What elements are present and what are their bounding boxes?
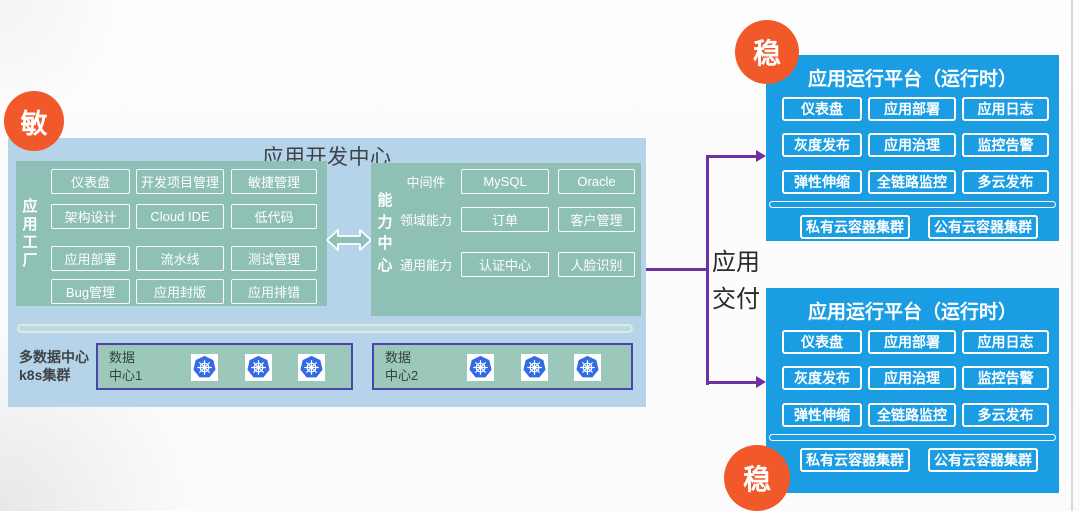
- runtime-button-public-cloud-cluster[interactable]: 公有云容器集群: [928, 448, 1038, 472]
- capability-button-customer-mgmt[interactable]: 客户管理: [558, 207, 635, 232]
- factory-button-low-code[interactable]: 低代码: [231, 204, 317, 229]
- capability-button-auth-center[interactable]: 认证中心: [461, 252, 549, 277]
- runtime-button-public-cloud-cluster[interactable]: 公有云容器集群: [928, 215, 1038, 239]
- multi-dc-label-line2: k8s集群: [19, 367, 71, 383]
- divider-bar: [17, 324, 633, 333]
- connector-line-to-top-platform: [706, 155, 757, 158]
- factory-button-app-debug[interactable]: 应用排错: [231, 279, 317, 304]
- capability-button-face-recognition[interactable]: 人脸识别: [558, 252, 635, 277]
- kubernetes-icon: [191, 354, 218, 381]
- capability-row-label-domain: 领域能力: [399, 213, 452, 228]
- factory-button-app-deploy[interactable]: 应用部署: [51, 246, 130, 271]
- runtime-button-app-logs[interactable]: 应用日志: [962, 330, 1049, 354]
- arrowhead-bottom-icon: [756, 376, 766, 388]
- data-center-1-name: 数据 中心1: [109, 349, 142, 385]
- runtime-button-app-governance[interactable]: 应用治理: [868, 366, 956, 390]
- right-edge-line: [1071, 0, 1073, 511]
- kubernetes-icon: [298, 354, 325, 381]
- runtime-divider-bar: [769, 201, 1056, 208]
- app-delivery-label: 应用 交付: [712, 244, 760, 318]
- runtime-button-full-link-monitor[interactable]: 全链路监控: [868, 403, 956, 427]
- app-delivery-label-line2: 交付: [712, 286, 760, 313]
- runtime-platform-panel-top: 应用运行平台（运行时） 仪表盘 应用部署 应用日志 灰度发布 应用治理 监控告警…: [766, 55, 1059, 241]
- data-center-2-box: 数据 中心2: [372, 343, 633, 390]
- runtime-button-gray-release[interactable]: 灰度发布: [782, 366, 862, 390]
- bidirectional-arrow-icon: [326, 229, 372, 251]
- runtime-button-app-governance[interactable]: 应用治理: [868, 133, 956, 157]
- capability-row-label-middleware: 中间件: [406, 175, 446, 190]
- capability-center-box: 能力中心 中间件 MySQL Oracle 领域能力 订单 客户管理 通用能力 …: [371, 163, 641, 316]
- kubernetes-icon: [574, 354, 601, 381]
- factory-button-cloud-ide[interactable]: Cloud IDE: [136, 204, 224, 229]
- stable-badge-top: 稳: [735, 20, 799, 84]
- runtime-platform-title: 应用运行平台（运行时）: [807, 302, 1017, 323]
- connector-line-vertical: [706, 155, 709, 385]
- runtime-button-dashboard[interactable]: 仪表盘: [782, 97, 862, 121]
- connector-line-to-bottom-platform: [706, 381, 757, 384]
- runtime-button-multi-cloud[interactable]: 多云发布: [962, 403, 1049, 427]
- data-center-2-name-line1: 数据: [385, 350, 412, 365]
- runtime-button-full-link-monitor[interactable]: 全链路监控: [868, 170, 956, 194]
- arrowhead-top-icon: [756, 150, 766, 162]
- multi-dc-label: 多数据中心 k8s集群: [19, 348, 99, 384]
- capability-button-oracle[interactable]: Oracle: [558, 169, 635, 194]
- runtime-button-private-cloud-cluster[interactable]: 私有云容器集群: [800, 448, 910, 472]
- runtime-button-private-cloud-cluster[interactable]: 私有云容器集群: [800, 215, 910, 239]
- runtime-divider-bar: [769, 434, 1056, 441]
- runtime-platform-panel-bottom: 应用运行平台（运行时） 仪表盘 应用部署 应用日志 灰度发布 应用治理 监控告警…: [766, 288, 1059, 493]
- factory-button-dev-project-mgmt[interactable]: 开发项目管理: [136, 169, 224, 194]
- runtime-button-multi-cloud[interactable]: 多云发布: [962, 170, 1049, 194]
- data-center-1-box: 数据 中心1: [96, 343, 353, 390]
- runtime-platform-title: 应用运行平台（运行时）: [807, 69, 1017, 90]
- factory-button-test-mgmt[interactable]: 测试管理: [231, 246, 317, 271]
- runtime-button-app-deploy[interactable]: 应用部署: [868, 97, 956, 121]
- runtime-button-app-deploy[interactable]: 应用部署: [868, 330, 956, 354]
- factory-button-app-freeze[interactable]: 应用封版: [136, 279, 224, 304]
- kubernetes-icon: [245, 354, 272, 381]
- factory-button-agile-mgmt[interactable]: 敏捷管理: [231, 169, 317, 194]
- runtime-button-app-logs[interactable]: 应用日志: [962, 97, 1049, 121]
- factory-button-pipeline[interactable]: 流水线: [136, 246, 224, 271]
- factory-button-arch-design[interactable]: 架构设计: [51, 204, 130, 229]
- runtime-button-dashboard[interactable]: 仪表盘: [782, 330, 862, 354]
- data-center-2-name: 数据 中心2: [385, 349, 418, 385]
- capability-center-label: 能力中心: [377, 192, 393, 274]
- runtime-button-monitor-alert[interactable]: 监控告警: [962, 133, 1049, 157]
- factory-button-dashboard[interactable]: 仪表盘: [51, 169, 130, 194]
- dev-center-panel: 应用开发中心 应用工厂 仪表盘 开发项目管理 敏捷管理 架构设计 Cloud I…: [8, 138, 646, 407]
- app-factory-label: 应用工厂: [22, 197, 38, 269]
- agile-badge: 敏: [4, 91, 64, 151]
- app-factory-box: 应用工厂 仪表盘 开发项目管理 敏捷管理 架构设计 Cloud IDE 低代码 …: [16, 161, 327, 306]
- capability-button-mysql[interactable]: MySQL: [461, 169, 549, 194]
- connector-line-horizontal: [646, 268, 707, 271]
- runtime-button-auto-scaling[interactable]: 弹性伸缩: [782, 403, 862, 427]
- data-center-1-name-line1: 数据: [109, 350, 136, 365]
- kubernetes-icon: [521, 354, 548, 381]
- data-center-2-name-line2: 中心2: [385, 368, 419, 383]
- stable-badge-bottom: 稳: [724, 445, 790, 511]
- factory-button-bug-mgmt[interactable]: Bug管理: [51, 279, 130, 304]
- runtime-button-gray-release[interactable]: 灰度发布: [782, 133, 862, 157]
- kubernetes-icon: [467, 354, 494, 381]
- capability-button-order[interactable]: 订单: [461, 207, 549, 232]
- runtime-button-monitor-alert[interactable]: 监控告警: [962, 366, 1049, 390]
- data-center-1-name-line2: 中心1: [109, 368, 143, 383]
- runtime-button-auto-scaling[interactable]: 弹性伸缩: [782, 170, 862, 194]
- capability-row-label-general: 通用能力: [399, 258, 452, 273]
- multi-dc-label-line1: 多数据中心: [19, 349, 89, 365]
- app-delivery-label-line1: 应用: [712, 249, 760, 276]
